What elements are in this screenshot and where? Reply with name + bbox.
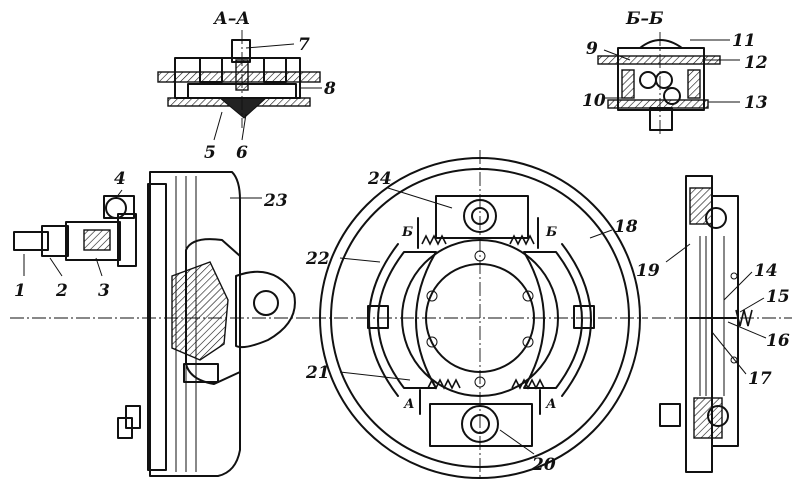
callout-6: 6: [236, 143, 248, 163]
callout-10: 10: [582, 91, 606, 111]
callout-5: 5: [204, 143, 216, 163]
callout-13: 13: [744, 93, 768, 113]
callout-3: 3: [98, 281, 110, 301]
callout-24: 24: [367, 169, 392, 189]
callout-labels: 1 2 3 4 5 6 7 8 9 10 11 12 13 14 15 16 1…: [14, 31, 790, 475]
leader-lines: [23, 39, 767, 455]
brake-right-side-view: [652, 175, 792, 473]
callout-20: 20: [531, 455, 556, 475]
callout-7: 7: [298, 35, 310, 55]
callout-17: 17: [748, 369, 772, 389]
callout-8: 8: [323, 79, 336, 99]
callout-1: 1: [14, 281, 26, 301]
callout-18: 18: [614, 217, 638, 237]
section-bb-view: Б–Б: [597, 9, 721, 134]
callout-9: 9: [586, 39, 598, 59]
section-mark-a-left: А: [403, 397, 415, 412]
callout-14: 14: [754, 261, 778, 281]
section-mark-b-left: Б: [401, 225, 413, 240]
section-aa-view: А–А: [157, 9, 321, 128]
callout-22: 22: [305, 249, 330, 269]
callout-11: 11: [732, 31, 756, 51]
callout-16: 16: [766, 331, 790, 351]
section-mark-a-right: А: [545, 397, 557, 412]
callout-21: 21: [305, 363, 330, 383]
section-bb-title: Б–Б: [625, 9, 664, 29]
callout-2: 2: [55, 281, 68, 301]
callout-12: 12: [744, 53, 768, 73]
callout-15: 15: [766, 287, 790, 307]
brake-front-view: Б Б А А: [312, 150, 648, 479]
section-mark-b-right: Б: [545, 225, 557, 240]
section-aa-title: А–А: [212, 9, 250, 29]
callout-4: 4: [114, 169, 126, 189]
callout-23: 23: [263, 191, 288, 211]
drum-side-view: [10, 171, 320, 477]
callout-19: 19: [636, 261, 660, 281]
